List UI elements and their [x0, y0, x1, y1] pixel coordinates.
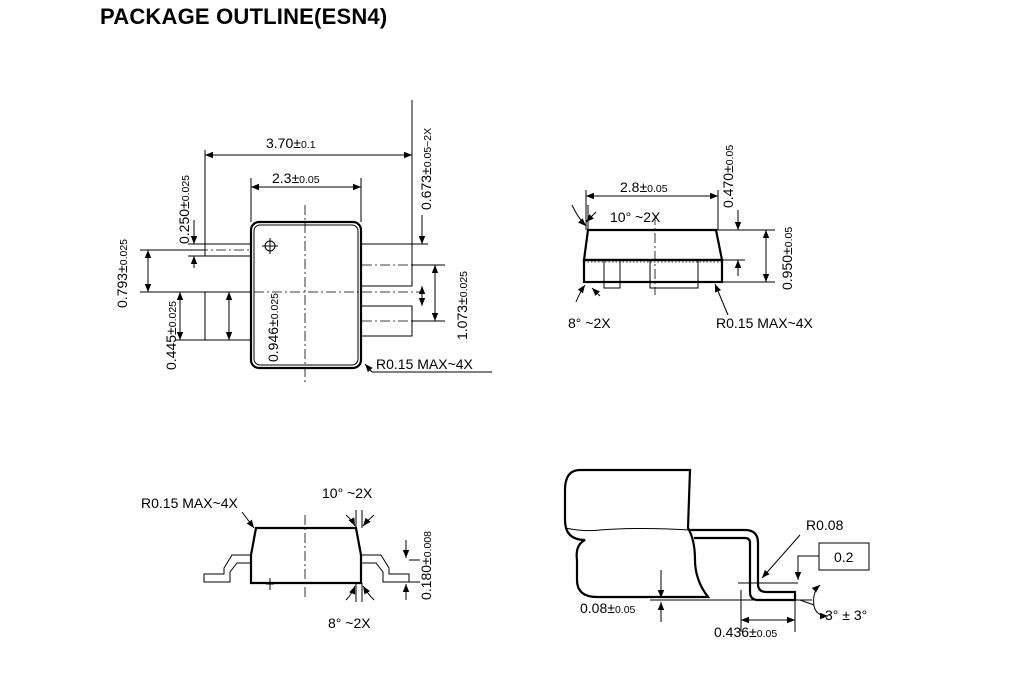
detail-view-body	[563, 468, 711, 599]
top-view-lead-left-bottom	[204, 291, 252, 341]
detail-view-lead	[690, 528, 797, 602]
front-view-angle-top: 10° ~2X	[322, 485, 373, 501]
top-view-radius-note: R0.15 MAX~4X	[376, 356, 474, 372]
front-view-radius-note: R0.15 MAX~4X	[141, 495, 239, 511]
dim-0-250: 0.250±0.025	[176, 175, 192, 244]
side-view-angle-top: 10° ~2X	[610, 209, 661, 225]
front-view: R0.15 MAX~4X 10° ~2X 8° ~2X 0.180±0.008	[141, 485, 434, 631]
top-view: 3.70±0.1 2.3±0.05 0.250±0.025 0.673±0.05…	[114, 100, 492, 385]
detail-box-value: 0.2	[834, 549, 854, 565]
detail-view: R0.08 0.2 0.08±0.05 0.436±0.05 3° ± 3°	[563, 468, 870, 640]
dim-0-946: 0.946±0.025	[265, 293, 281, 362]
dim-3-70: 3.70±0.1	[266, 135, 316, 151]
front-view-angle-bottom: 8° ~2X	[328, 615, 371, 631]
dim-1-073: 1.073±0.025	[454, 271, 470, 340]
front-view-lead-left	[203, 554, 251, 583]
dim-2-8: 2.8±0.05	[620, 179, 668, 195]
front-view-body	[249, 526, 363, 585]
dim-0-793: 0.793±0.025	[114, 239, 130, 308]
pin1-mark	[262, 238, 278, 254]
side-view-angle-bottom: 8° ~2X	[568, 315, 611, 331]
dim-0-673: 0.673±0.05~2X	[418, 128, 434, 210]
side-view-radius-note: R0.15 MAX~4X	[716, 315, 814, 331]
dim-0-436: 0.436±0.05	[714, 624, 777, 640]
dim-0-08: 0.08±0.05	[580, 600, 636, 616]
detail-radius: R0.08	[806, 517, 844, 533]
dim-0-950: 0.950±0.05	[779, 227, 795, 290]
side-view-body	[582, 228, 724, 262]
front-view-lead-right	[361, 554, 410, 583]
dim-2-3: 2.3±0.05	[272, 170, 320, 186]
dim-0-470: 0.470±0.05	[720, 145, 736, 208]
detail-angle: 3° ± 3°	[825, 607, 867, 623]
page-title: PACKAGE OUTLINE(ESN4)	[100, 4, 388, 29]
dim-0-180: 0.180±0.008	[418, 531, 434, 600]
dim-0-445: 0.445±0.025	[163, 301, 179, 370]
side-view: 2.8±0.05 0.470±0.05 0.950±0.05 10° ~2X 8…	[568, 145, 814, 331]
